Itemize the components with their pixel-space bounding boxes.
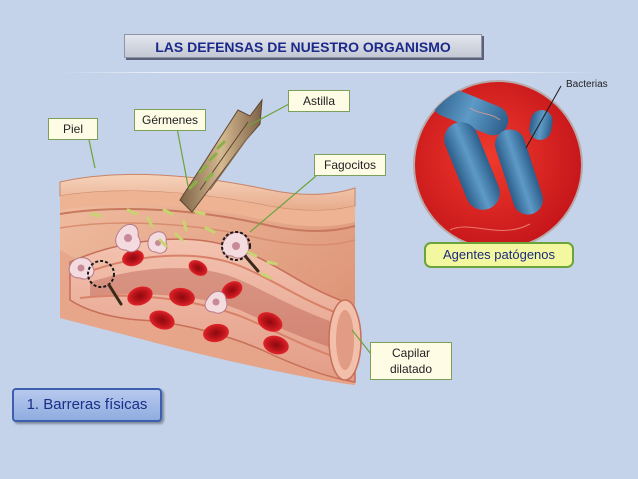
label-germenes: Gérmenes (134, 109, 206, 131)
label-capilar-dilatado: Capilar dilatado (370, 342, 452, 380)
bacterias-leader (525, 85, 562, 149)
magnifier-icons (87, 231, 251, 288)
title-divider (60, 72, 600, 73)
label-fagocitos: Fagocitos (314, 154, 386, 176)
section-barreras-fisicas[interactable]: 1. Barreras físicas (12, 388, 162, 422)
leader-lines (88, 103, 372, 355)
label-piel: Piel (48, 118, 98, 140)
label-astilla: Astilla (288, 90, 350, 112)
bacteria-micrograph (413, 80, 583, 250)
label-capilar-line1: Capilar (391, 346, 430, 360)
label-capilar-line2: dilatado (389, 362, 433, 376)
label-bacterias: Bacterias (566, 79, 608, 90)
page-title: LAS DEFENSAS DE NUESTRO ORGANISMO (124, 34, 482, 58)
red-blood-cells (122, 249, 289, 355)
germs (90, 208, 278, 280)
agentes-patogenos-label: Agentes patógenos (424, 242, 574, 268)
splinter (179, 98, 263, 213)
